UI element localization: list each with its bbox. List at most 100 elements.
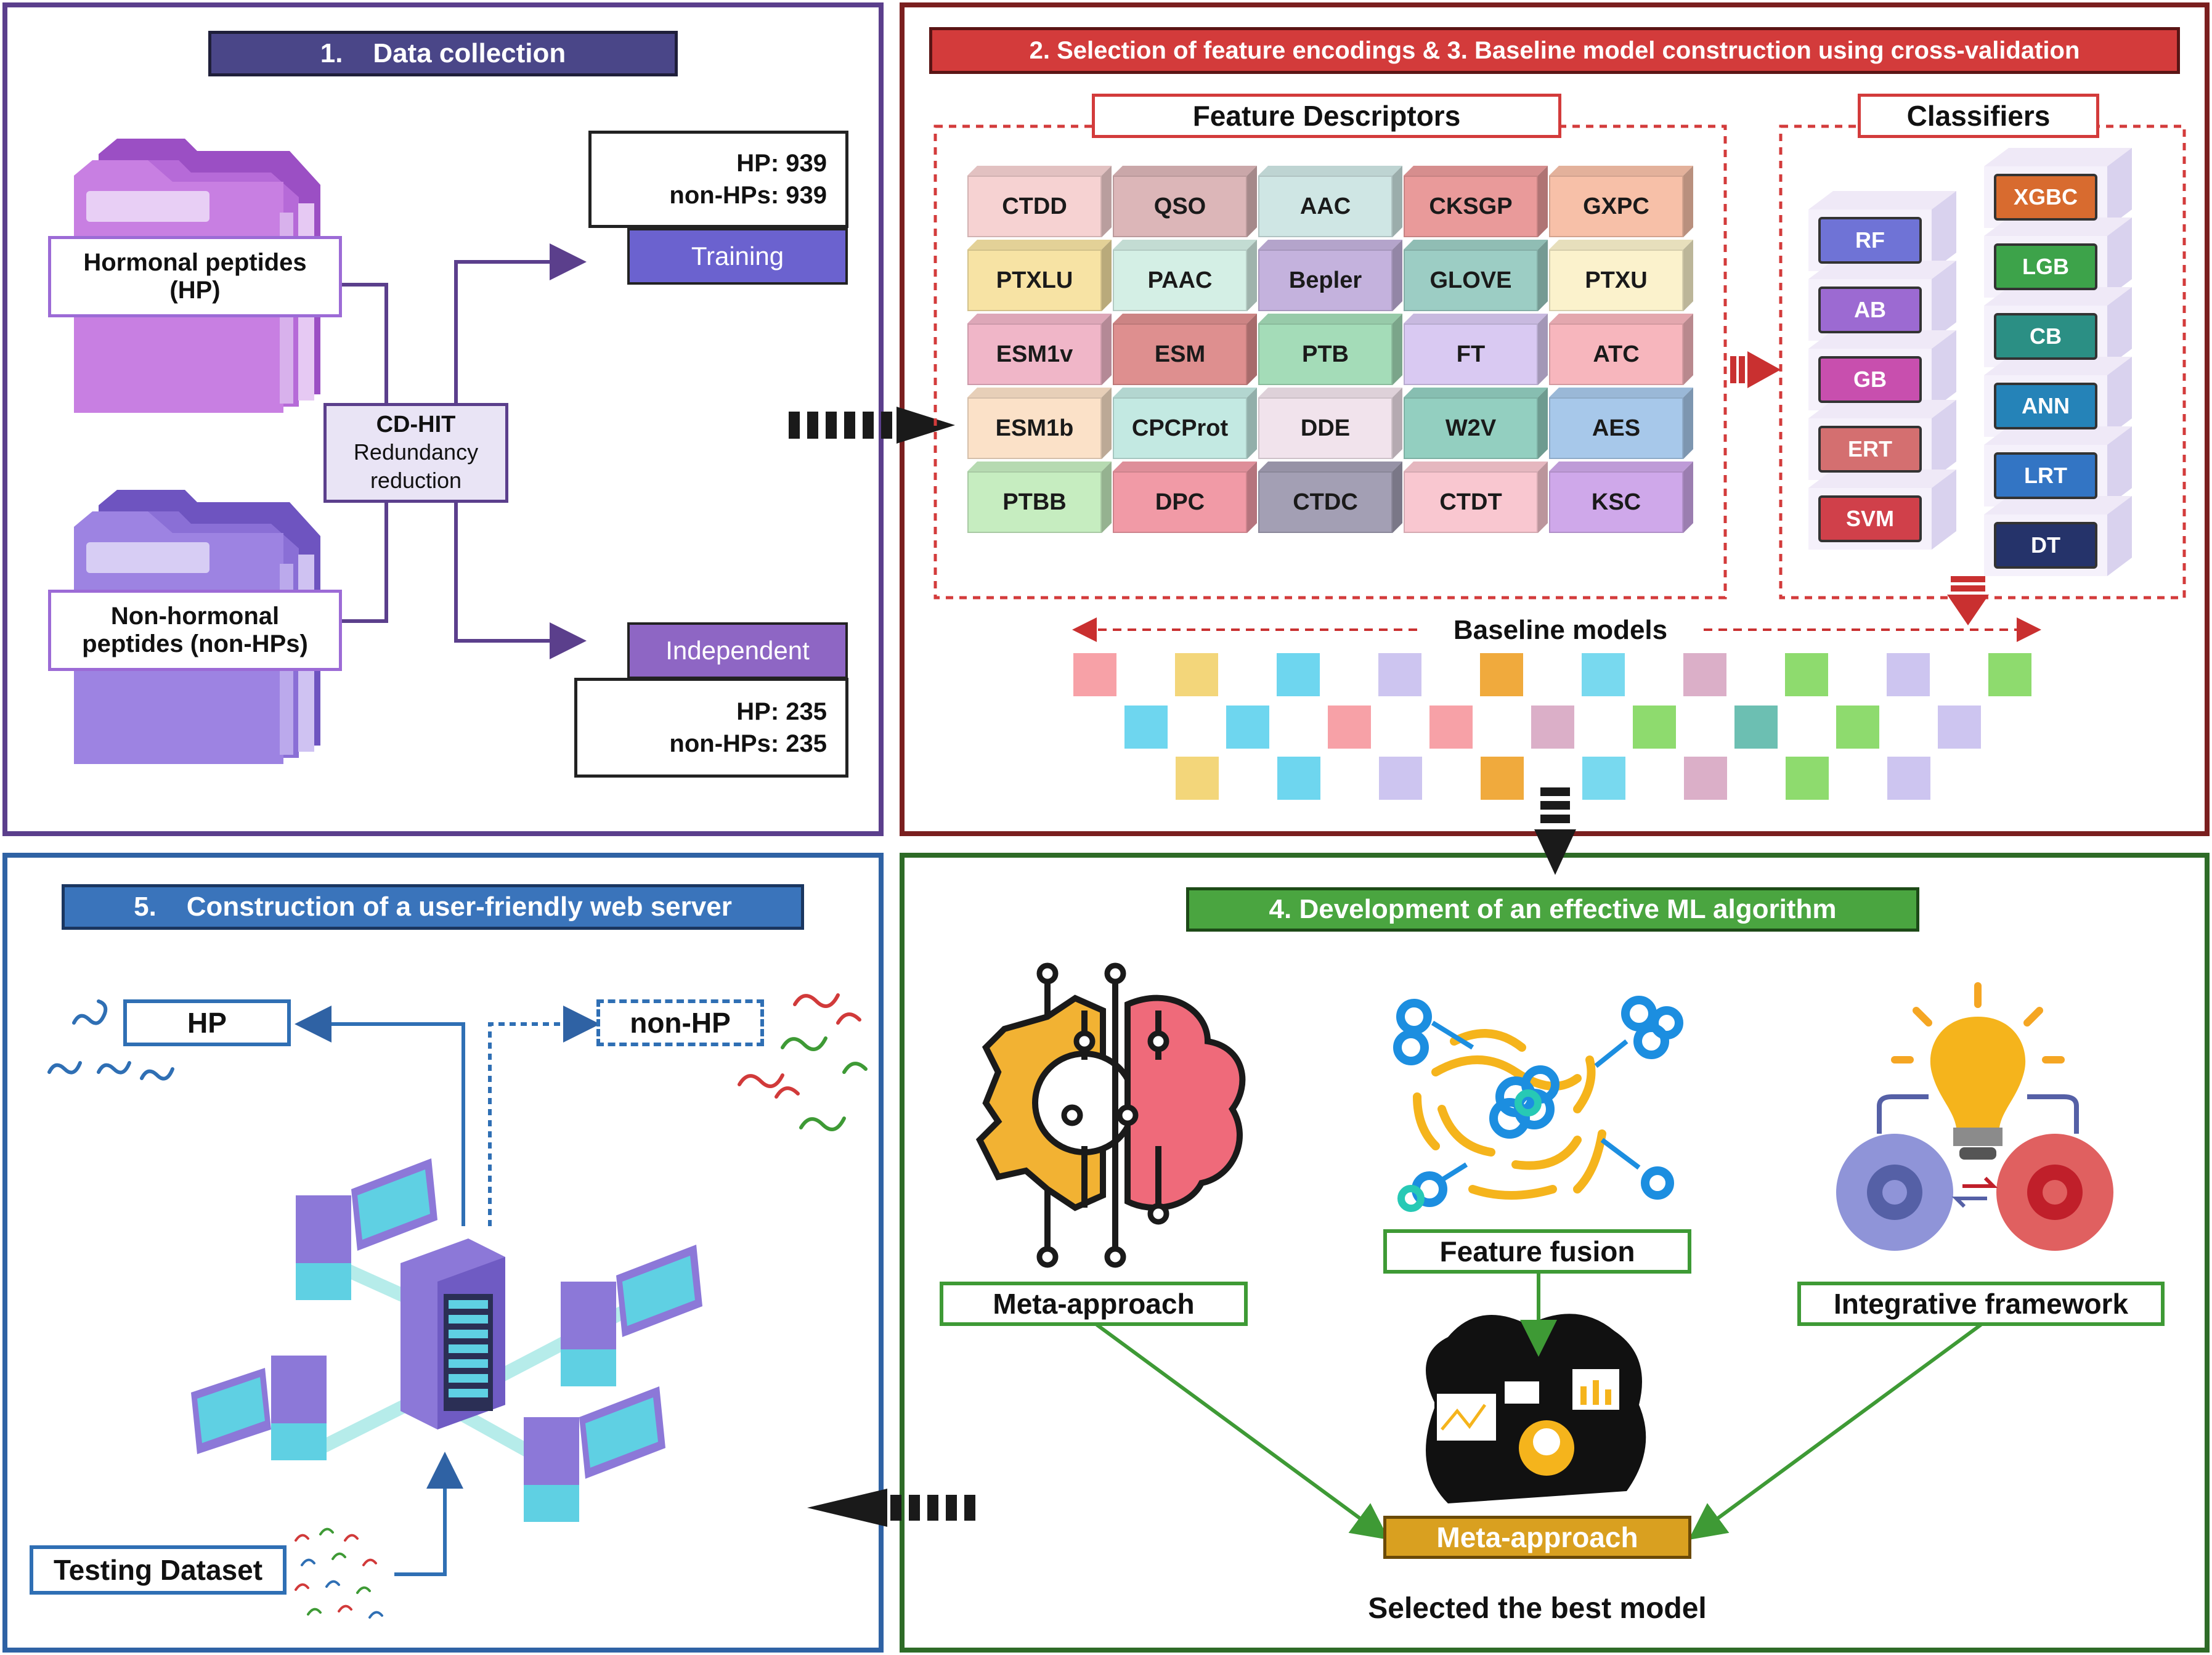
classifier-cb: CB: [1994, 313, 2097, 360]
classifier-gb: GB: [1818, 356, 1922, 403]
hp-folder-label: Hormonal peptides (HP): [48, 236, 342, 317]
feature-cell-paac: PAAC: [1113, 250, 1247, 311]
feature-cell-side: [1538, 462, 1548, 533]
independent-counts-box: HP: 235 non-HPs: 235: [574, 678, 848, 778]
feature-cell-side: [1538, 166, 1548, 237]
feature-cell-side: [1102, 240, 1112, 311]
baseline-model-square: [1633, 706, 1676, 749]
classifier-block-top: [1808, 470, 1956, 488]
training-hp-count: HP: 939: [736, 150, 827, 177]
classifier-block-side: [1932, 400, 1956, 480]
feature-cell-side: [1102, 462, 1112, 533]
baseline-model-square: [1073, 653, 1116, 696]
feature-cell-w2v: W2V: [1404, 397, 1538, 459]
feature-cell-top: [1549, 166, 1693, 176]
classifier-lrt: LRT: [1994, 452, 2097, 499]
classifiers-title: Classifiers: [1858, 94, 2099, 138]
cdhit-box: CD-HIT Redundancy reduction: [323, 403, 508, 503]
nonhp-folder-label: Non-hormonal peptides (non-HPs): [48, 590, 342, 671]
classifier-block-top: [1984, 148, 2132, 166]
feature-cell-side: [1538, 314, 1548, 385]
baseline-model-square: [1277, 653, 1320, 696]
flow-connectors-panel3: [1096, 1274, 1982, 1540]
classifier-ab: AB: [1818, 287, 1922, 333]
baseline-model-grid: [1073, 653, 2031, 800]
baseline-model-square: [1378, 653, 1421, 696]
baseline-model-square: [1988, 653, 2031, 696]
feature-cell-side: [1393, 388, 1402, 459]
cdhit-description: Redundancy reduction: [353, 439, 479, 493]
arrow-classifiers-to-baseline: [1947, 576, 1989, 625]
feature-cell-bepler: Bepler: [1258, 250, 1393, 311]
feature-cell-side: [1683, 388, 1693, 459]
panel2-title: 2. Selection of feature encodings & 3. B…: [929, 27, 2180, 74]
feature-cell-top: [1113, 314, 1257, 323]
hp-output-label: HP: [123, 999, 291, 1046]
training-nonhp-count: non-HPs: 939: [669, 182, 827, 209]
meta-approach-label: Meta-approach: [940, 1282, 1248, 1326]
classifier-block-top: [1984, 287, 2132, 306]
classifier-block-top: [1808, 261, 1956, 279]
classifier-ann: ANN: [1994, 383, 2097, 429]
feature-cell-top: [1258, 462, 1402, 471]
classifier-lgb: LGB: [1994, 243, 2097, 290]
baseline-model-square: [1429, 706, 1473, 749]
panel-web-server: [2, 853, 884, 1653]
feature-cell-esm: ESM: [1113, 323, 1247, 385]
feature-cell-ptxlu: PTXLU: [967, 250, 1102, 311]
panel1-title: 1. Data collection: [208, 31, 678, 76]
feature-cell-ptb: PTB: [1258, 323, 1393, 385]
feature-cell-top: [1258, 388, 1402, 397]
feature-cell-top: [1258, 166, 1402, 176]
feature-cell-side: [1102, 166, 1112, 237]
classifier-block-top: [1984, 496, 2132, 514]
classifier-dt: DT: [1994, 522, 2097, 569]
baseline-model-square: [1379, 757, 1422, 800]
feature-cell-top: [1404, 166, 1548, 176]
independent-label: Independent: [627, 622, 848, 679]
feature-cell-side: [1102, 388, 1112, 459]
feature-cell-side: [1683, 166, 1693, 237]
feature-descriptors-title: Feature Descriptors: [1092, 94, 1561, 138]
baseline-model-square: [1786, 757, 1829, 800]
nonhp-output-label: non-HP: [596, 999, 764, 1046]
feature-cell-cpcprot: CPCProt: [1113, 397, 1247, 459]
feature-cell-top: [967, 166, 1112, 176]
baseline-model-square: [1124, 706, 1168, 749]
feature-cell-side: [1683, 462, 1693, 533]
classifier-block-top: [1808, 330, 1956, 349]
feature-cell-top: [1258, 314, 1402, 323]
feature-cell-top: [1549, 240, 1693, 250]
feature-cell-esm1b: ESM1b: [967, 397, 1102, 459]
feature-cell-ksc: KSC: [1549, 471, 1683, 533]
best-model-badge: Meta-approach: [1383, 1516, 1691, 1559]
feature-cell-ft: FT: [1404, 323, 1538, 385]
panel3-title: 4. Development of an effective ML algori…: [1186, 887, 1919, 932]
baseline-model-square: [1328, 706, 1371, 749]
feature-cell-top: [967, 462, 1112, 471]
cdhit-title: CD-HIT: [376, 411, 456, 437]
feature-cell-side: [1247, 462, 1257, 533]
baseline-model-square: [1582, 757, 1625, 800]
classifier-block-top: [1984, 426, 2132, 445]
best-model-caption: Selected the best model: [1368, 1592, 1707, 1625]
feature-cell-top: [1113, 240, 1257, 250]
feature-cell-top: [1113, 388, 1257, 397]
classifier-block-side: [1932, 191, 1956, 271]
feature-cell-top: [1549, 462, 1693, 471]
feature-cell-top: [1404, 388, 1548, 397]
classifier-block-side: [1932, 261, 1956, 341]
feature-cell-side: [1393, 240, 1402, 311]
feature-cell-side: [1538, 240, 1548, 311]
baseline-model-square: [1176, 757, 1219, 800]
baseline-model-square: [1684, 757, 1727, 800]
baseline-model-square: [1481, 757, 1524, 800]
feature-fusion-label: Feature fusion: [1383, 1229, 1691, 1274]
classifier-block-side: [2107, 287, 2132, 367]
feature-cell-top: [967, 388, 1112, 397]
classifier-block-side: [2107, 218, 2132, 298]
feature-cell-ptbb: PTBB: [967, 471, 1102, 533]
classifier-ert: ERT: [1818, 426, 1922, 473]
classifier-block-top: [1984, 357, 2132, 375]
feature-cell-shading: [967, 166, 1693, 533]
